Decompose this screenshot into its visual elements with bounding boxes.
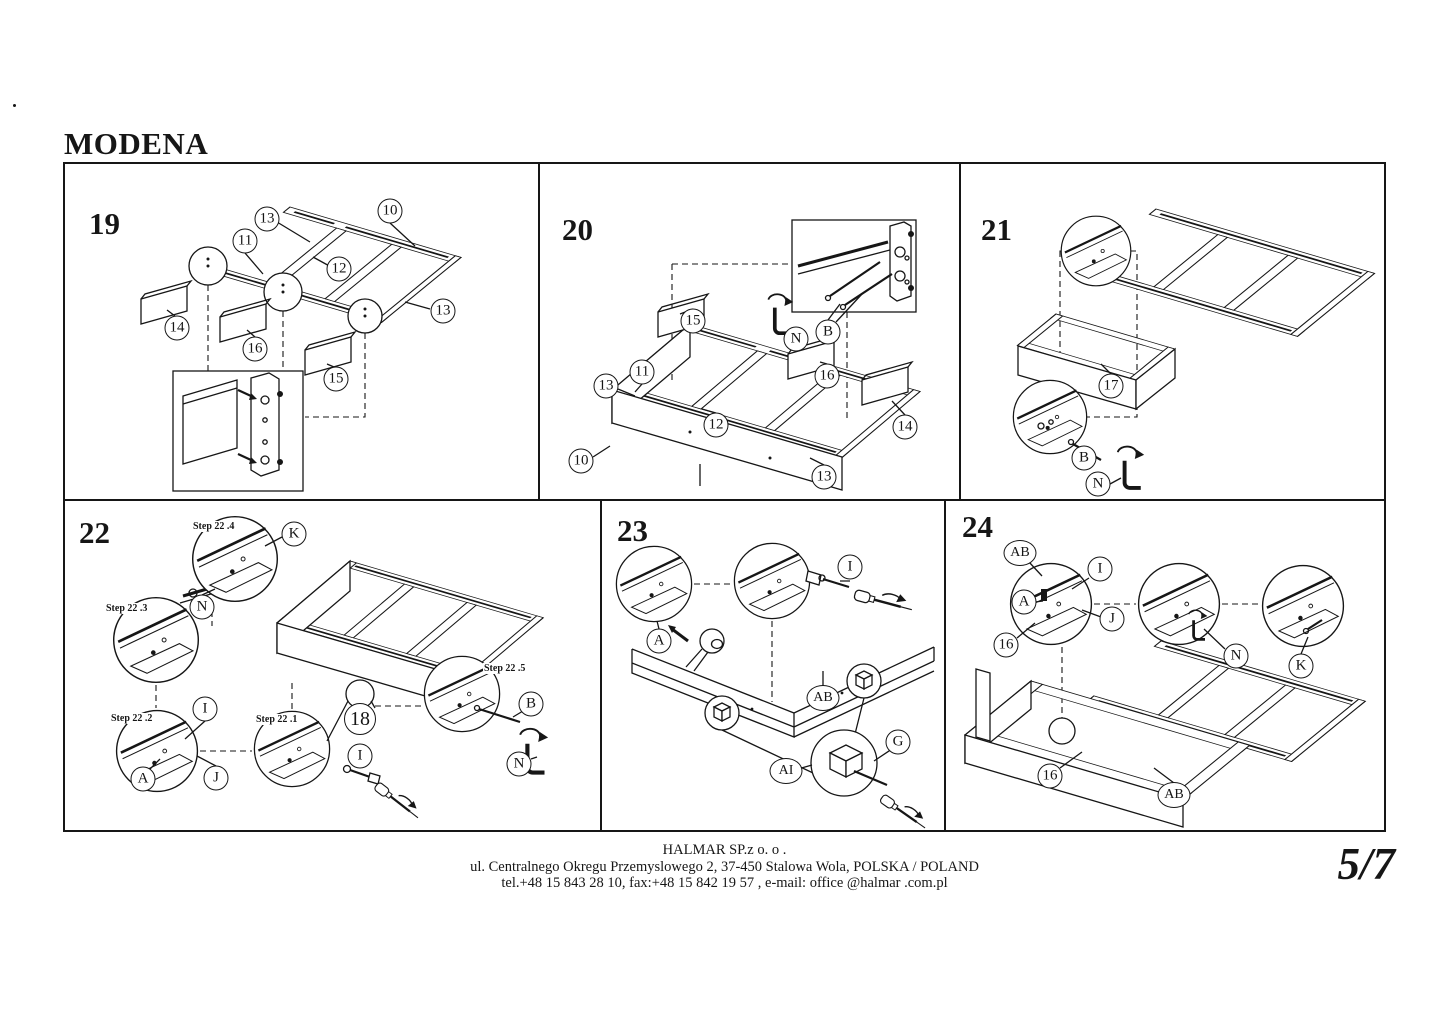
scan-dot — [13, 104, 16, 107]
divider — [944, 501, 946, 830]
part-callout: 11 — [629, 359, 655, 385]
hardware-callout: B — [815, 319, 841, 345]
hardware-callout: N — [1223, 643, 1249, 669]
step-24-panel: 24 — [946, 501, 1388, 830]
footer-contact: tel.+48 15 843 28 10, fax:+48 15 842 19 … — [501, 875, 948, 891]
hardware-callout: J — [1099, 606, 1125, 632]
substep-label: Step 22 .2 — [110, 713, 154, 724]
hardware-callout: N — [189, 594, 215, 620]
part-callout: 17 — [1098, 373, 1124, 399]
hardware-callout: A — [1011, 589, 1037, 615]
step-22-panel: 22 — [65, 501, 600, 830]
part-callout: 16 — [1037, 763, 1063, 789]
substep-label: Step 22 .4 — [192, 521, 236, 532]
hardware-callout: I — [192, 696, 218, 722]
divider — [600, 501, 602, 830]
step-19-diagram — [140, 206, 462, 492]
hardware-callout: B — [1071, 445, 1097, 471]
step-23-panel: 23 — [602, 501, 944, 830]
part-callout: AB — [806, 685, 840, 711]
page-title: MODENA — [64, 126, 209, 161]
footer-company: HALMAR SP.z o. o . — [662, 842, 787, 858]
hardware-callout: N — [1085, 471, 1111, 497]
part-callout: AI — [769, 758, 803, 784]
part-callout: 16 — [814, 363, 840, 389]
step-number: 21 — [981, 212, 1012, 247]
footer-address: ul. Centralnego Okregu Przemyslowego 2, … — [470, 858, 979, 875]
part-callout: 10 — [377, 198, 403, 224]
panels-frame: 19 — [63, 162, 1386, 832]
part-callout: 18 — [344, 703, 376, 735]
hardware-callout: N — [506, 751, 532, 777]
step-number: 20 — [562, 212, 593, 247]
hardware-callout: K — [281, 521, 307, 547]
hardware-callout: I — [837, 554, 863, 580]
part-callout: 13 — [593, 373, 619, 399]
divider — [538, 164, 540, 499]
step-number: 19 — [89, 206, 120, 241]
hardware-callout: A — [646, 628, 672, 654]
part-callout: AB — [1003, 540, 1037, 566]
part-callout: 16 — [242, 336, 268, 362]
part-callout: 16 — [993, 632, 1019, 658]
part-callout: 12 — [703, 412, 729, 438]
step-20-panel: 20 — [540, 164, 959, 499]
hardware-callout: J — [203, 765, 229, 791]
substep-label: Step 22 .5 — [483, 663, 527, 674]
part-callout: 13 — [430, 298, 456, 324]
step-21-panel: 21 — [961, 164, 1388, 499]
part-callout: 15 — [323, 366, 349, 392]
part-callout: 10 — [568, 448, 594, 474]
hardware-callout: N — [783, 326, 809, 352]
step-20-diagram — [592, 219, 921, 491]
part-callout: 14 — [164, 315, 190, 341]
step-21-diagram — [1012, 208, 1376, 490]
hardware-callout: B — [518, 691, 544, 717]
part-callout: 14 — [892, 414, 918, 440]
part-callout: 15 — [680, 308, 706, 334]
hardware-callout: A — [130, 766, 156, 792]
part-callout: 13 — [811, 464, 837, 490]
part-callout: 13 — [254, 206, 280, 232]
hardware-callout: K — [1288, 653, 1314, 679]
part-callout: 11 — [232, 228, 258, 254]
step-number: 24 — [962, 509, 993, 544]
step-number: 23 — [617, 513, 648, 548]
substep-label: Step 22 .3 — [105, 603, 149, 614]
step-24-diagram — [964, 561, 1367, 828]
divider — [959, 164, 961, 499]
hardware-callout: I — [347, 743, 373, 769]
page-number: 5/7 — [1337, 839, 1395, 889]
footer: HALMAR SP.z o. o . ul. Centralnego Okreg… — [63, 842, 1386, 892]
substep-label: Step 22 .1 — [255, 714, 299, 725]
step-number: 22 — [79, 515, 110, 550]
part-callout: AB — [1157, 782, 1191, 808]
part-callout: 12 — [326, 256, 352, 282]
divider — [65, 499, 1384, 501]
hardware-callout: I — [1087, 556, 1113, 582]
step-23-diagram — [615, 542, 935, 830]
hardware-callout: G — [885, 729, 911, 755]
step-19-panel: 19 — [65, 164, 538, 499]
